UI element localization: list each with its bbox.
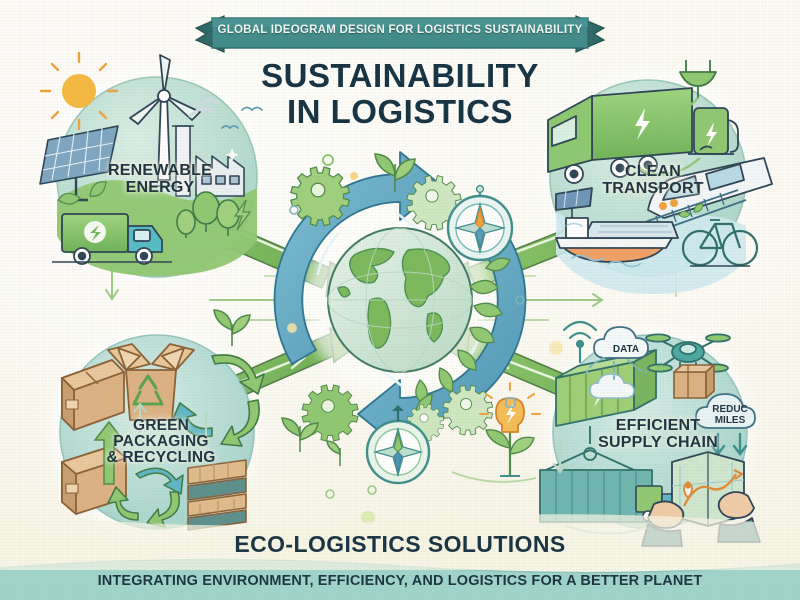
- cloud-icon: [589, 373, 635, 399]
- banner-ribbon: [194, 15, 606, 53]
- bolt-icon: [233, 199, 252, 231]
- wifi-signal-icon: [562, 320, 598, 364]
- cloud-icon: [593, 326, 649, 359]
- gear-icon: [406, 175, 462, 231]
- bird-icon: [221, 106, 263, 129]
- power-plug-icon: [661, 60, 717, 118]
- electric-truck-icon[interactable]: [547, 87, 693, 184]
- cargo-ship-icon[interactable]: [555, 187, 679, 263]
- quadrant-green-packaging[interactable]: [59, 309, 265, 531]
- compass-rose-icon: [365, 405, 431, 485]
- parcel-icon: [673, 364, 715, 399]
- decorative-arrow: [133, 402, 213, 448]
- globe-icon: [327, 227, 473, 373]
- decorative-dots: [287, 154, 563, 525]
- gear-icon: [442, 384, 494, 436]
- sprout-icon: [213, 309, 251, 346]
- sprout-icon: [678, 203, 704, 218]
- delivery-drone-icon[interactable]: [645, 333, 731, 373]
- quadrant-clean-transport[interactable]: [547, 60, 773, 294]
- eco-band: [0, 512, 800, 570]
- train-icon[interactable]: [647, 145, 773, 219]
- recycle-arrows-icon: [107, 467, 184, 528]
- quadrant-renewable-energy[interactable]: [39, 51, 263, 278]
- tree-icon: [176, 191, 240, 238]
- map-pin-icon: [683, 481, 693, 499]
- cardboard-box-icon: [61, 359, 125, 431]
- wave-icon: [565, 222, 641, 268]
- data-link: [585, 357, 647, 383]
- green-truck-icon[interactable]: [52, 213, 172, 265]
- recycle-symbol-icon: [132, 374, 164, 406]
- center-globe-group[interactable]: [273, 151, 563, 525]
- recycle-arrows-icon: [171, 354, 265, 447]
- charging-station-icon[interactable]: [639, 107, 739, 176]
- sparkle-icon: [225, 148, 239, 162]
- quadrant-efficient-supply-chain[interactable]: [539, 320, 761, 547]
- bicycle-icon[interactable]: [681, 219, 759, 267]
- sun-icon: [39, 51, 119, 131]
- cloud-icon: [695, 393, 756, 429]
- sprout-icon: [374, 153, 416, 192]
- compass-rose-icon: [446, 184, 514, 262]
- lightbulb-plant-icon: [479, 382, 541, 477]
- factory-icon: [172, 98, 245, 197]
- leaf-icon: [57, 181, 107, 205]
- gear-icon: [290, 166, 351, 227]
- up-arrow-icon: [93, 420, 125, 485]
- wood-pallet-icon: [187, 459, 247, 531]
- sprout-icon: [281, 417, 341, 466]
